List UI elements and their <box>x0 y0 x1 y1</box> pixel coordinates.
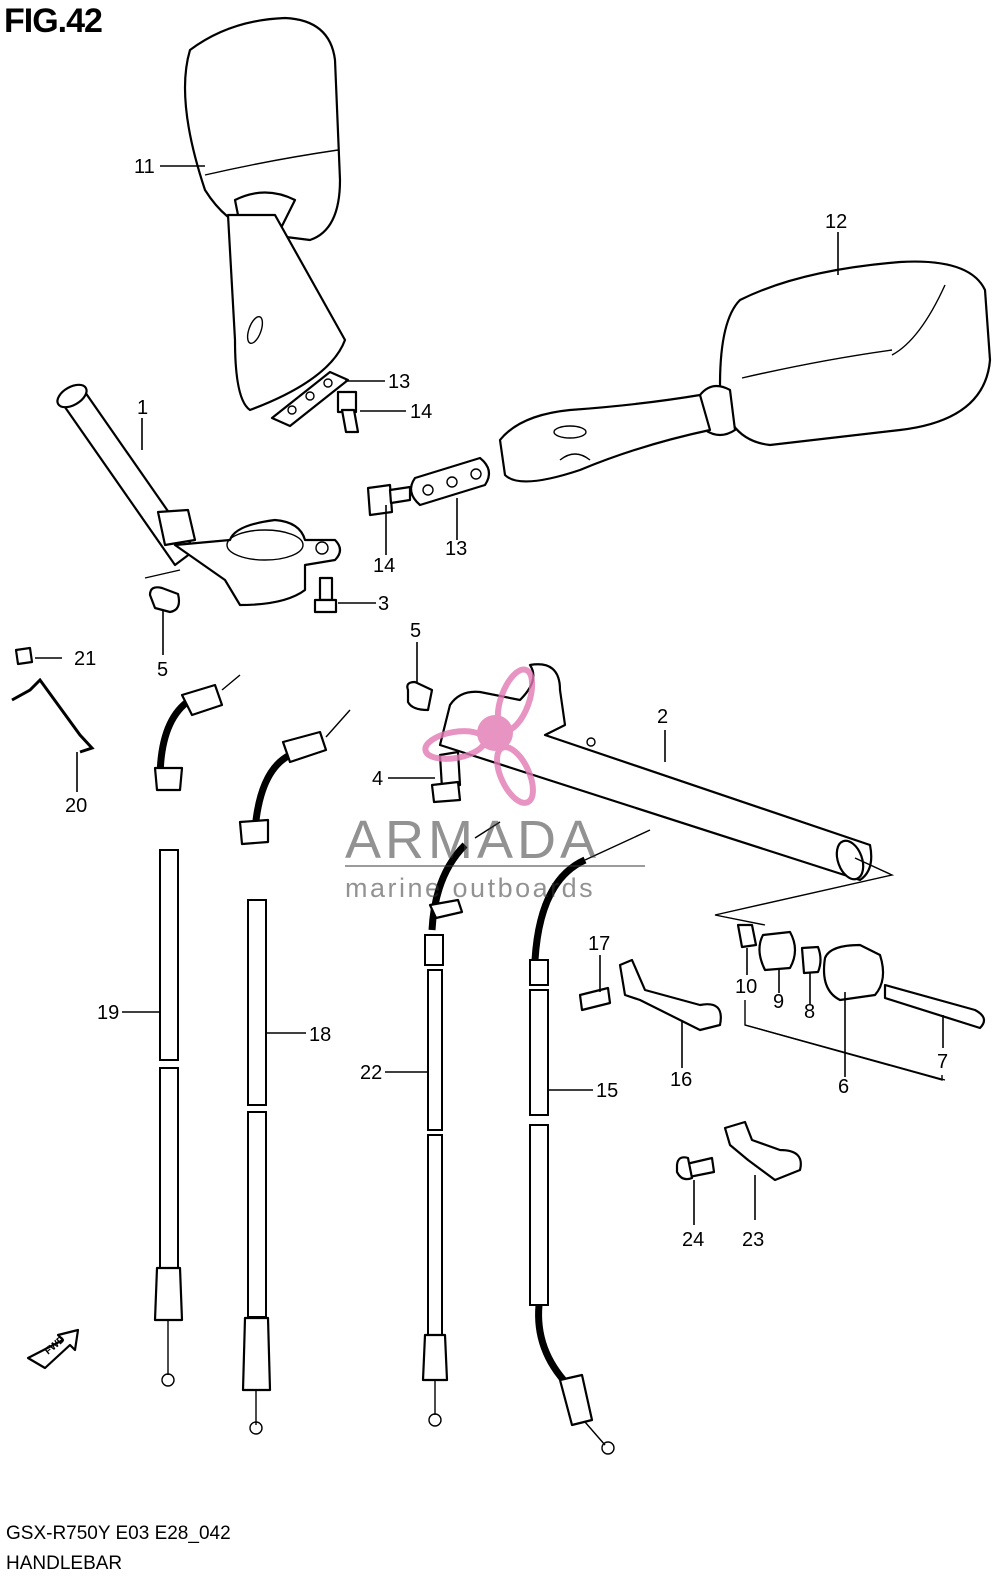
end-cap-right <box>406 680 434 712</box>
callout-21: 21 <box>74 648 96 670</box>
callout-3: 3 <box>378 593 389 615</box>
choke-cable-22 <box>421 821 501 1427</box>
forward-arrow-icon: FWD <box>26 1328 80 1370</box>
callout-17: 17 <box>588 933 610 955</box>
watermark: ARMADA marine outboards <box>345 666 645 903</box>
callout-24: 24 <box>682 1229 704 1251</box>
watermark-tagline: marine outboards <box>345 873 595 903</box>
throttle-cable-18 <box>238 709 351 1435</box>
clamp-bolt <box>313 576 338 614</box>
callout-23: 23 <box>742 1229 764 1251</box>
section-name: HANDLEBAR <box>6 1553 123 1574</box>
callout-10: 10 <box>735 976 757 998</box>
callout-19: 19 <box>97 1002 119 1024</box>
callout-5-left: 5 <box>157 659 168 681</box>
callout-8: 8 <box>804 1001 815 1023</box>
cable-guide <box>11 646 95 754</box>
callout-14-lower: 14 <box>373 555 395 577</box>
callout-13-upper: 13 <box>388 371 410 393</box>
callout-9: 9 <box>773 991 784 1013</box>
cable-clamp-23 <box>675 1120 802 1182</box>
callout-11: 11 <box>134 156 155 178</box>
callout-22: 22 <box>360 1062 382 1084</box>
watermark-brand: ARMADA <box>345 810 600 870</box>
cut-line-2 <box>714 857 895 926</box>
bolt-lower <box>366 483 412 517</box>
callout-14-upper: 14 <box>410 401 432 423</box>
cut-line-1 <box>144 569 181 579</box>
callout-18: 18 <box>309 1024 331 1046</box>
callout-2: 2 <box>657 706 668 728</box>
callout-6: 6 <box>838 1076 849 1098</box>
model-code: GSX-R750Y E03 E28_042 <box>6 1523 231 1544</box>
clutch-cable-15 <box>529 829 651 1455</box>
callout-labels: 1 2 3 4 5 5 6 7 8 9 10 11 12 13 13 14 14… <box>65 156 948 1251</box>
mirror-right <box>498 260 992 483</box>
bolt-upper <box>336 390 360 434</box>
bar-end-set <box>736 923 986 1030</box>
callout-5-right: 5 <box>410 620 421 642</box>
throttle-cable-19 <box>153 674 241 1387</box>
callout-13-lower: 13 <box>445 538 467 560</box>
callout-16: 16 <box>670 1069 692 1091</box>
bracket-line-2 <box>744 1024 943 1081</box>
callout-7: 7 <box>937 1051 948 1073</box>
leader-lines <box>35 165 944 1225</box>
propeller-logo-icon <box>422 666 536 806</box>
callout-15: 15 <box>596 1080 618 1102</box>
mount-plate-lower <box>409 456 491 507</box>
cable-clamp-16 <box>578 958 722 1032</box>
callout-4: 4 <box>372 768 383 790</box>
mirror-left <box>183 16 347 412</box>
callout-20: 20 <box>65 795 87 817</box>
handlebar-right <box>438 663 873 882</box>
callout-1: 1 <box>137 397 148 419</box>
figure-title: FIG.42 <box>4 2 103 40</box>
callout-12: 12 <box>825 211 847 233</box>
end-cap-left <box>148 586 181 614</box>
mount-plate-upper <box>270 370 350 428</box>
handlebar-left <box>56 383 342 607</box>
